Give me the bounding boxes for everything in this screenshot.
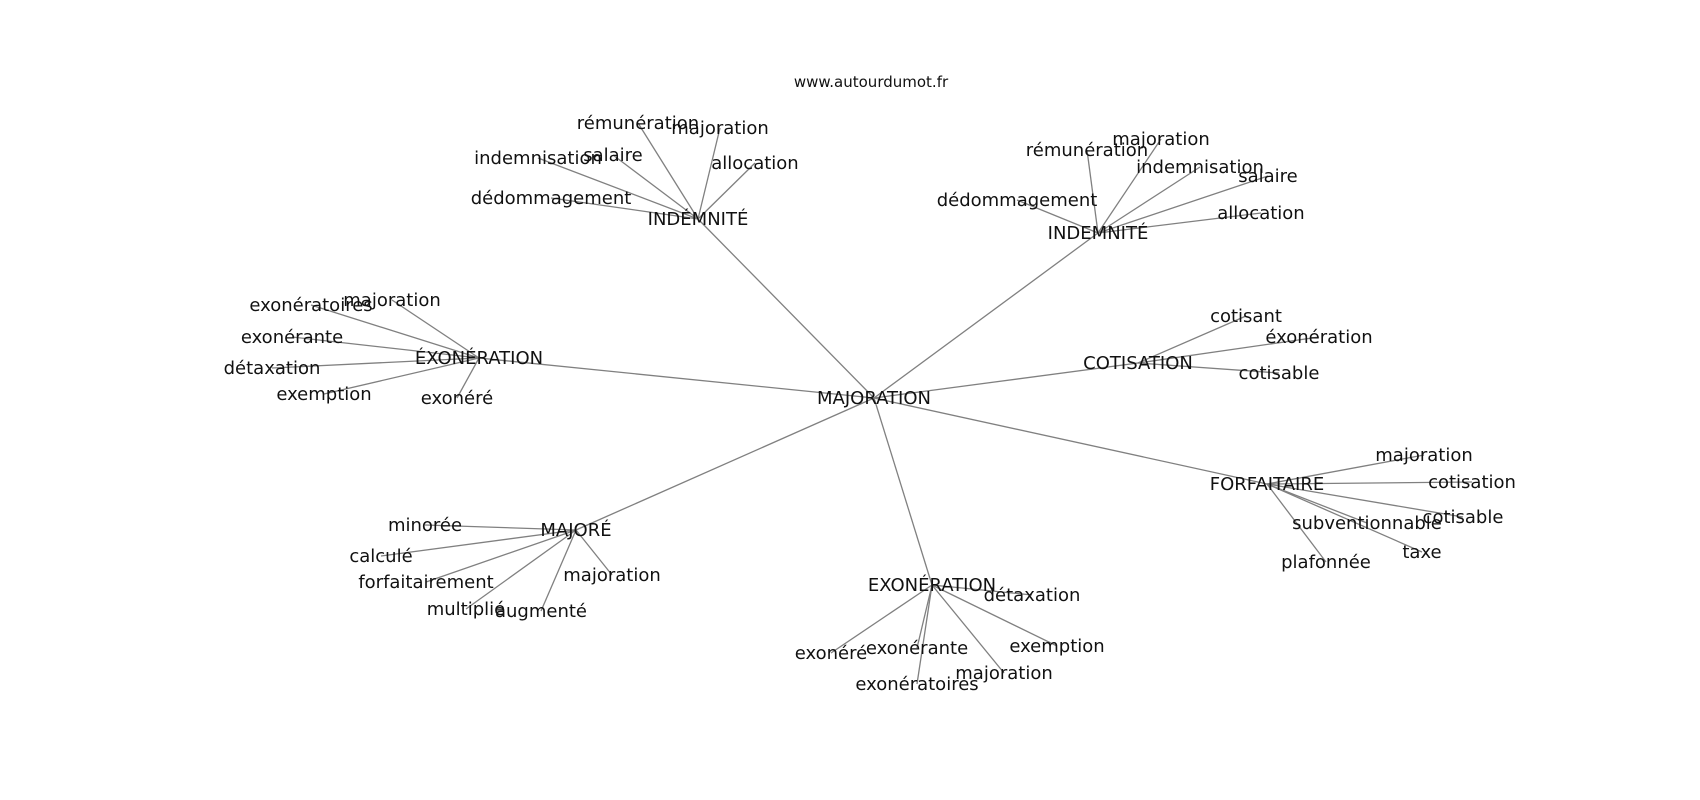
leaf-edge — [1097, 138, 1162, 234]
leaf-node[interactable]: majoration — [671, 118, 769, 139]
leaf-node[interactable]: rémunération — [1026, 140, 1148, 161]
leaf-node[interactable]: allocation — [711, 153, 798, 174]
leaf-node[interactable]: calculé — [349, 546, 412, 567]
leaf-node[interactable]: détaxation — [224, 358, 321, 379]
leaf-edge — [1016, 199, 1099, 234]
hub-node[interactable]: COTISATION — [1083, 353, 1193, 374]
leaf-node[interactable]: exonérante — [866, 638, 968, 659]
leaf-edge — [425, 529, 577, 583]
hub-node[interactable]: EXONÉRATION — [868, 574, 996, 596]
leaf-node[interactable]: exemption — [276, 384, 371, 405]
leaf-edge — [931, 584, 1058, 647]
leaf-node[interactable]: éxonération — [1265, 327, 1372, 348]
leaf-node[interactable]: cotisable — [1239, 363, 1320, 384]
center-edge — [873, 397, 933, 586]
source-label[interactable]: www.autourdumot.fr — [794, 73, 949, 91]
leaf-node[interactable]: exonéré — [795, 643, 867, 664]
leaf-edge — [550, 197, 699, 220]
leaf-node[interactable]: exonératoires — [855, 674, 978, 695]
leaf-node[interactable]: exonérante — [241, 327, 343, 348]
leaf-node[interactable]: majoration — [343, 290, 441, 311]
leaf-edge — [465, 529, 577, 610]
leaf-node[interactable]: dédommagement — [471, 188, 632, 209]
leaf-node[interactable]: minorée — [388, 515, 462, 536]
leaf-node[interactable]: forfaitairement — [358, 572, 493, 593]
center-edge — [873, 362, 1139, 399]
leaf-edge — [1266, 454, 1425, 485]
leaf-edge — [931, 584, 1005, 674]
center-edge — [873, 397, 1268, 485]
leaf-node[interactable]: majoration — [955, 663, 1053, 684]
leaf-node[interactable]: allocation — [1217, 203, 1304, 224]
leaf-edge — [575, 529, 613, 576]
center-node[interactable]: MAJORATION — [817, 388, 931, 409]
leaf-node[interactable]: cotisation — [1428, 472, 1516, 493]
leaf-edge — [1266, 481, 1473, 485]
center-edge — [697, 218, 875, 399]
leaf-node[interactable]: indemnisation — [474, 148, 602, 169]
leaf-edge — [323, 357, 480, 395]
leaf-node[interactable]: multiplié — [427, 599, 506, 620]
leaf-edge — [830, 584, 933, 654]
hub-node[interactable]: MAJORÉ — [540, 519, 611, 541]
leaf-node[interactable]: majoration — [1375, 445, 1473, 466]
leaf-edge — [540, 529, 577, 612]
leaf-node[interactable]: détaxation — [984, 585, 1081, 606]
leaf-node[interactable]: exemption — [1009, 636, 1104, 657]
leaf-node[interactable]: majoration — [1112, 129, 1210, 150]
leaf-node[interactable]: plafonnée — [1281, 552, 1371, 573]
leaf-node[interactable]: majoration — [563, 565, 661, 586]
leaf-edge — [1137, 336, 1320, 364]
leaf-edge — [271, 357, 480, 369]
hub-node[interactable]: ÉXONÉRATION — [415, 347, 543, 369]
leaf-node[interactable]: indemnisation — [1136, 157, 1264, 178]
leaf-edge — [1137, 315, 1247, 364]
hub-node[interactable]: FORFAITAIRE — [1210, 474, 1324, 495]
leaf-edge — [537, 157, 699, 220]
leaf-edge — [391, 299, 480, 359]
leaf-node[interactable]: rémunération — [577, 113, 699, 134]
leaf-node[interactable]: exonéré — [421, 388, 493, 409]
leaf-node[interactable]: cotisant — [1210, 306, 1282, 327]
leaf-node[interactable]: dédommagement — [937, 190, 1098, 211]
leaf-node[interactable]: subventionnable — [1292, 513, 1442, 534]
leaf-edge — [456, 357, 480, 399]
leaf-edge — [1266, 483, 1368, 524]
leaf-node[interactable]: cotisable — [1423, 507, 1504, 528]
leaf-edge — [697, 162, 756, 220]
center-edge — [478, 357, 875, 399]
leaf-edge — [637, 122, 699, 220]
leaf-node[interactable]: exonératoires — [249, 295, 372, 316]
leaf-edge — [612, 154, 699, 220]
leaf-node[interactable]: salaire — [1238, 166, 1298, 187]
leaf-edge — [1086, 149, 1099, 234]
leaf-edge — [916, 584, 933, 685]
leaf-edge — [931, 584, 1033, 596]
leaf-edge — [1266, 483, 1464, 518]
leaf-edge — [291, 336, 480, 359]
leaf-edge — [697, 127, 721, 220]
center-edge — [873, 232, 1099, 399]
leaf-node[interactable]: salaire — [583, 145, 643, 166]
hub-node[interactable]: INDEMNITÉ — [1048, 222, 1149, 244]
leaf-edge — [916, 584, 933, 649]
hub-node[interactable]: INDÉMNITÉ — [648, 208, 749, 230]
leaf-edge — [1097, 175, 1269, 234]
leaf-edge — [1266, 483, 1327, 563]
leaf-edge — [1097, 166, 1201, 234]
leaf-node[interactable]: augmenté — [495, 601, 587, 622]
leaf-edge — [424, 524, 577, 531]
leaf-edge — [310, 304, 480, 359]
leaf-edge — [1097, 212, 1262, 234]
leaf-node[interactable]: taxe — [1402, 542, 1441, 563]
center-edge — [575, 397, 875, 531]
leaf-edge — [1266, 483, 1423, 553]
leaf-edge — [1137, 362, 1280, 374]
leaf-edge — [380, 529, 577, 557]
